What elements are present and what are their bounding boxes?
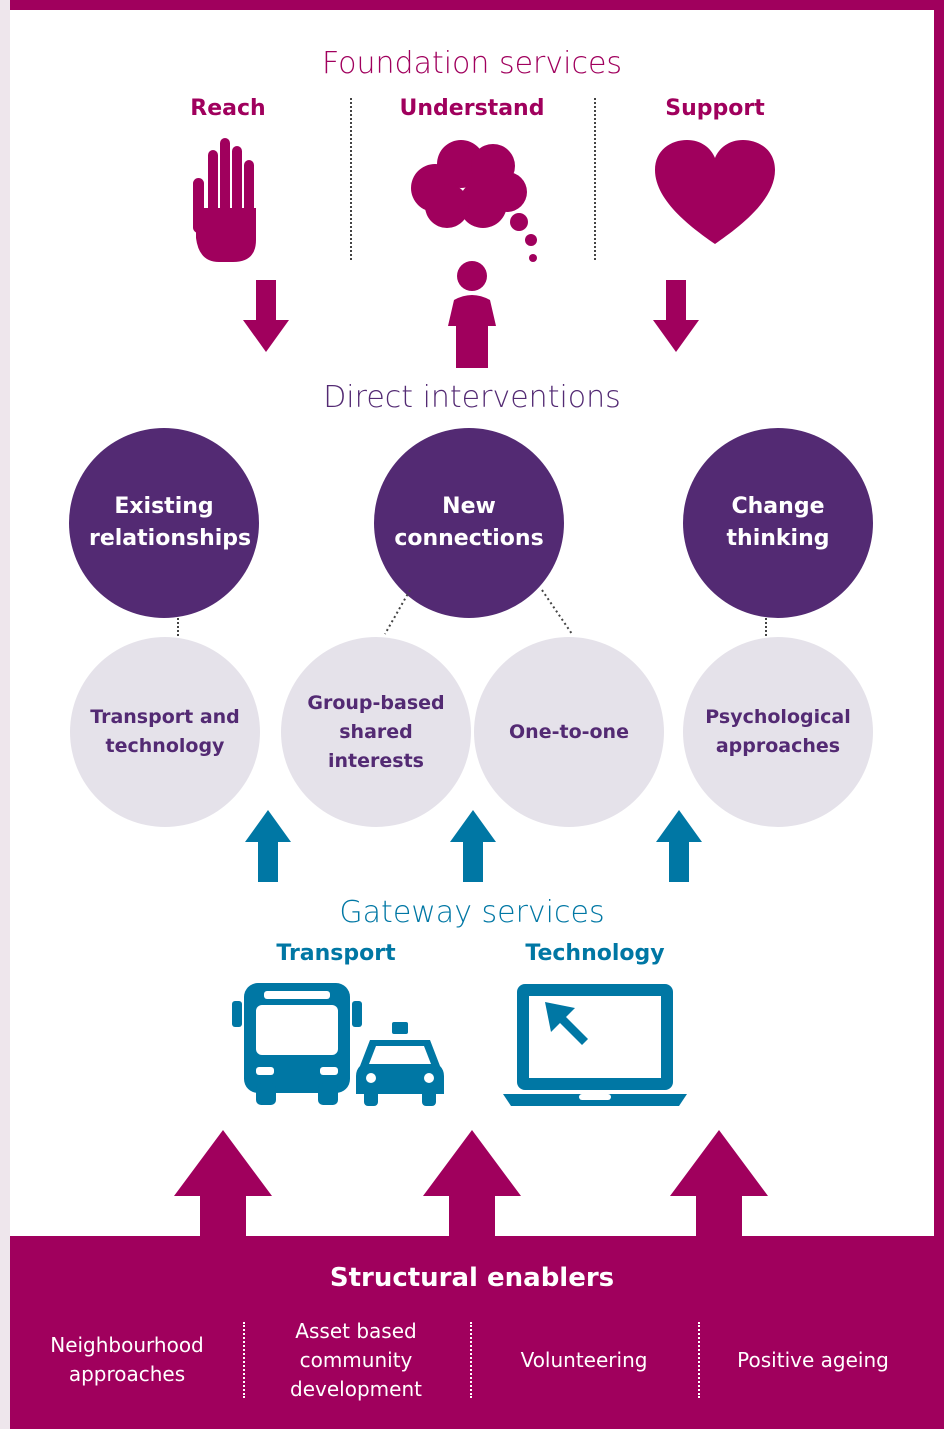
new-connections-circle: New connections bbox=[374, 428, 564, 618]
reach-heading: Reach bbox=[190, 96, 266, 121]
existing-relationships-label: Existing relationships bbox=[89, 494, 252, 551]
bus-icon bbox=[232, 983, 362, 1105]
connector-line bbox=[765, 618, 767, 636]
gateway-up-arrow bbox=[245, 810, 291, 882]
connector-line bbox=[177, 618, 179, 636]
enabler-neighbourhood: Neighbourhood approaches bbox=[22, 1318, 232, 1402]
person-icon bbox=[448, 261, 496, 368]
one-to-one-label: One-to-one bbox=[509, 720, 629, 743]
thought-bubble-icon bbox=[411, 140, 537, 262]
enabler-volunteering-label: Volunteering bbox=[520, 1347, 648, 1372]
enabler-divider bbox=[470, 1322, 472, 1398]
new-connections-label: New connections bbox=[394, 494, 544, 551]
enabler-positive-ageing: Positive ageing bbox=[702, 1318, 924, 1402]
group-based-label: Group-based shared interests bbox=[307, 691, 445, 772]
heart-icon bbox=[655, 140, 775, 244]
enabler-neighbourhood-label: Neighbourhood approaches bbox=[50, 1333, 204, 1386]
psychological-label: Psychological approaches bbox=[705, 706, 851, 757]
transport-heading: Transport bbox=[276, 941, 396, 966]
gateway-up-arrow bbox=[450, 810, 496, 882]
enabler-volunteering: Volunteering bbox=[474, 1318, 694, 1402]
one-to-one-circle: One-to-one bbox=[474, 637, 664, 827]
enablers-title: Structural enablers bbox=[329, 1263, 615, 1293]
enabler-up-arrow bbox=[670, 1130, 768, 1238]
enabler-up-arrow bbox=[423, 1130, 521, 1238]
transport-technology-label: Transport and technology bbox=[90, 706, 240, 757]
technology-heading: Technology bbox=[525, 941, 665, 966]
enabler-asset-based-label: Asset based community development bbox=[290, 1318, 422, 1401]
gateway-title: Gateway services bbox=[339, 895, 605, 930]
enabler-divider bbox=[698, 1322, 700, 1398]
change-thinking-circle: Change thinking bbox=[683, 428, 873, 618]
enabler-divider bbox=[243, 1322, 245, 1398]
enabler-asset-based: Asset based community development bbox=[248, 1318, 464, 1402]
existing-relationships-circle: Existing relationships bbox=[69, 428, 259, 618]
change-thinking-label: Change thinking bbox=[726, 494, 830, 551]
enabler-positive-ageing-label: Positive ageing bbox=[737, 1347, 889, 1372]
support-heading: Support bbox=[665, 96, 765, 121]
cursor-icon bbox=[545, 1002, 588, 1045]
laptop-icon bbox=[503, 984, 687, 1106]
support-down-arrow bbox=[653, 280, 699, 352]
group-based-circle: Group-based shared interests bbox=[281, 637, 471, 827]
gateway-up-arrow bbox=[656, 810, 702, 882]
foundation-title: Foundation services bbox=[321, 46, 623, 81]
hand-icon bbox=[193, 138, 256, 262]
transport-technology-circle: Transport and technology bbox=[70, 637, 260, 827]
understand-heading: Understand bbox=[399, 96, 545, 121]
taxi-icon bbox=[356, 1022, 444, 1106]
direct-title: Direct interventions bbox=[323, 380, 621, 415]
enabler-up-arrow bbox=[174, 1130, 272, 1238]
column-divider bbox=[594, 98, 596, 260]
reach-down-arrow bbox=[243, 280, 289, 352]
column-divider bbox=[350, 98, 352, 260]
psychological-circle: Psychological approaches bbox=[683, 637, 873, 827]
